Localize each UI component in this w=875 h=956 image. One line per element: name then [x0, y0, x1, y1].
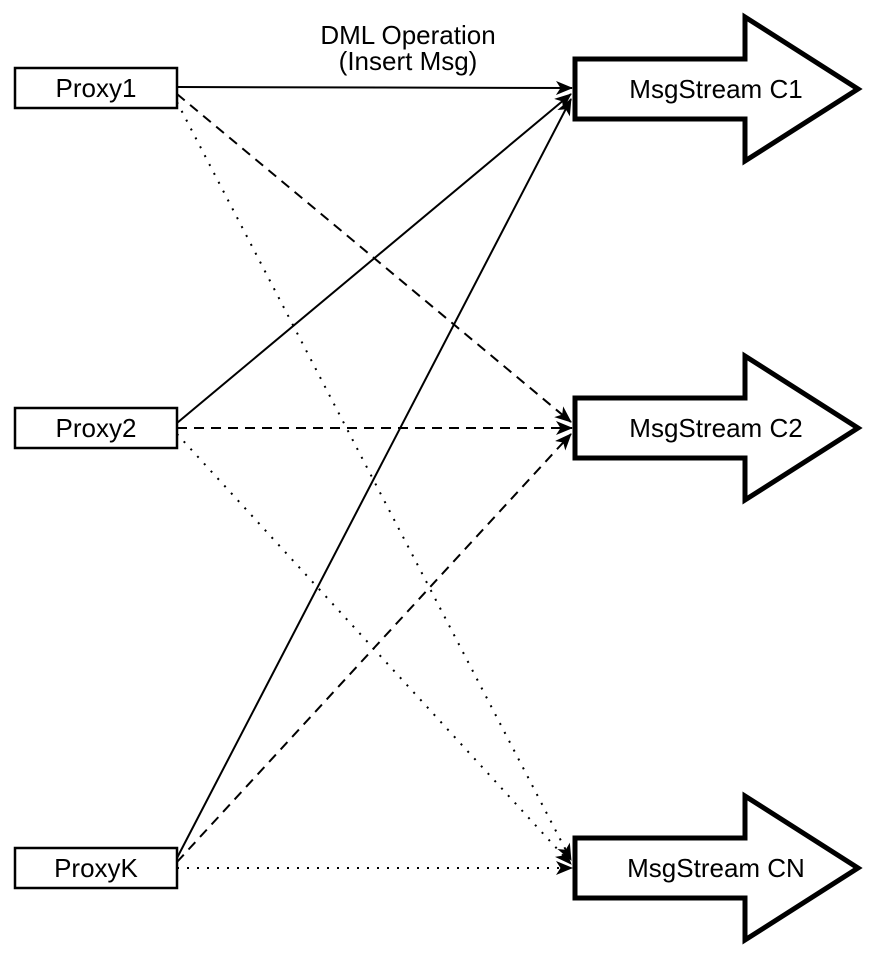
proxy2-box — [13, 406, 179, 450]
msgstream-c1-arrow — [572, 12, 863, 166]
node-msgstream-c1: MsgStream C1 — [572, 12, 863, 166]
node-proxyk: ProxyK — [13, 846, 179, 890]
proxy1-box — [13, 66, 179, 110]
edge-label-dml-operation: DML Operation (Insert Msg) — [320, 20, 495, 76]
node-msgstream-cn: MsgStream CN — [572, 791, 863, 945]
proxy1-label: Proxy1 — [56, 73, 137, 103]
node-proxy2: Proxy2 — [13, 406, 179, 450]
msgstream-cn-label: MsgStream CN — [627, 853, 805, 883]
node-proxy1: Proxy1 — [13, 66, 179, 110]
edge-proxyk-msgstream-c1 — [176, 98, 572, 859]
msgstream-c2-arrow — [572, 351, 863, 505]
edge-label-line2: (Insert Msg) — [339, 46, 478, 76]
edge-proxy1-msgstream-cn — [176, 101, 572, 861]
edge-label-line1: DML Operation — [320, 20, 495, 50]
edge-proxy1-msgstream-c1 — [176, 80, 573, 95]
proxyk-label: ProxyK — [54, 853, 138, 883]
node-msgstream-c2: MsgStream C2 — [572, 351, 863, 505]
edge-proxy1-msgstream-c2 — [176, 93, 572, 423]
edge-proxy2-msgstream-cn — [176, 433, 572, 865]
msgstream-c2-label: MsgStream C2 — [629, 413, 802, 443]
msgstream-cn-arrow — [572, 791, 863, 945]
proxyk-box — [13, 846, 179, 890]
msgstream-c1-label: MsgStream C1 — [629, 74, 802, 104]
proxy2-label: Proxy2 — [56, 413, 137, 443]
